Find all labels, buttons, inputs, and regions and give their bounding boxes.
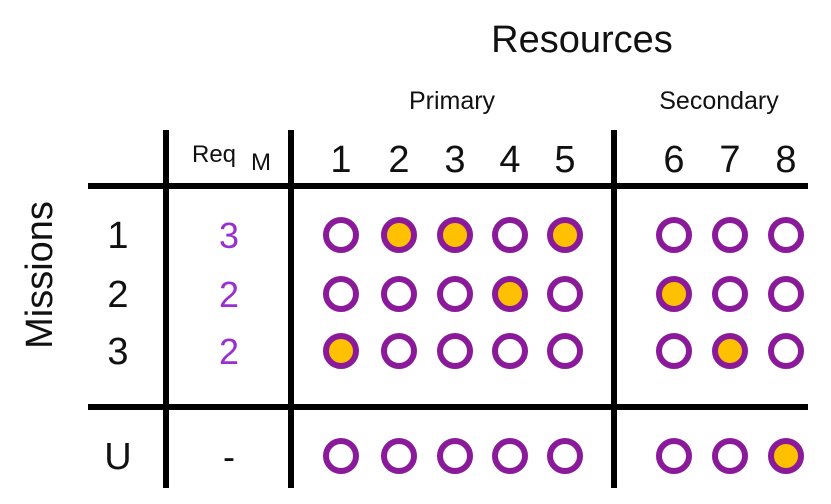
- resource-marker: [323, 276, 359, 312]
- assigned-resource-marker: [547, 217, 583, 253]
- resource-marker: [712, 438, 748, 474]
- resource-marker: [656, 333, 692, 369]
- resource-marker: [768, 217, 804, 253]
- requirement-value: -: [223, 436, 235, 477]
- resource-marker: [323, 217, 359, 253]
- assigned-resource-marker: [712, 333, 748, 369]
- assigned-resource-marker: [381, 217, 417, 253]
- unassigned-row: U-: [104, 436, 804, 478]
- resource-marker: [547, 276, 583, 312]
- resource-column-4: 4: [499, 139, 520, 181]
- secondary-label: Secondary: [659, 87, 779, 115]
- resource-marker: [437, 438, 473, 474]
- resource-marker: [656, 217, 692, 253]
- assigned-resource-marker: [768, 438, 804, 474]
- resource-marker: [547, 333, 583, 369]
- resource-marker: [437, 333, 473, 369]
- unassigned-label: U: [104, 436, 131, 478]
- assigned-resource-marker: [492, 276, 528, 312]
- resource-marker: [547, 438, 583, 474]
- resource-marker: [381, 276, 417, 312]
- resource-column-2: 2: [388, 139, 409, 181]
- resource-marker: [492, 333, 528, 369]
- resources-title: Resources: [491, 19, 673, 61]
- requirement-value: 3: [219, 215, 239, 256]
- resource-marker: [768, 276, 804, 312]
- requirement-value: 2: [219, 274, 239, 315]
- assigned-resource-marker: [437, 217, 473, 253]
- resource-marker: [712, 217, 748, 253]
- resource-column-8: 8: [775, 139, 796, 181]
- requirement-value: 2: [219, 331, 239, 372]
- mission-label: 1: [107, 215, 128, 257]
- resource-column-7: 7: [719, 139, 740, 181]
- resource-marker: [712, 276, 748, 312]
- resource-marker: [768, 333, 804, 369]
- primary-label: Primary: [409, 87, 496, 115]
- resource-marker: [492, 438, 528, 474]
- resource-marker: [492, 217, 528, 253]
- resource-marker: [381, 333, 417, 369]
- resource-column-6: 6: [663, 139, 684, 181]
- req-header: Req: [192, 141, 236, 168]
- req-subscript: M: [251, 149, 271, 176]
- assigned-resource-marker: [323, 333, 359, 369]
- resource-column-1: 1: [330, 139, 351, 181]
- mission-label: 2: [107, 274, 128, 316]
- resource-column-3: 3: [444, 139, 465, 181]
- assigned-resource-marker: [656, 276, 692, 312]
- resource-marker: [323, 438, 359, 474]
- resource-column-5: 5: [554, 139, 575, 181]
- resource-marker: [381, 438, 417, 474]
- resource-marker: [656, 438, 692, 474]
- missions-title: Missions: [19, 201, 61, 349]
- mission-label: 3: [107, 331, 128, 373]
- resource-marker: [437, 276, 473, 312]
